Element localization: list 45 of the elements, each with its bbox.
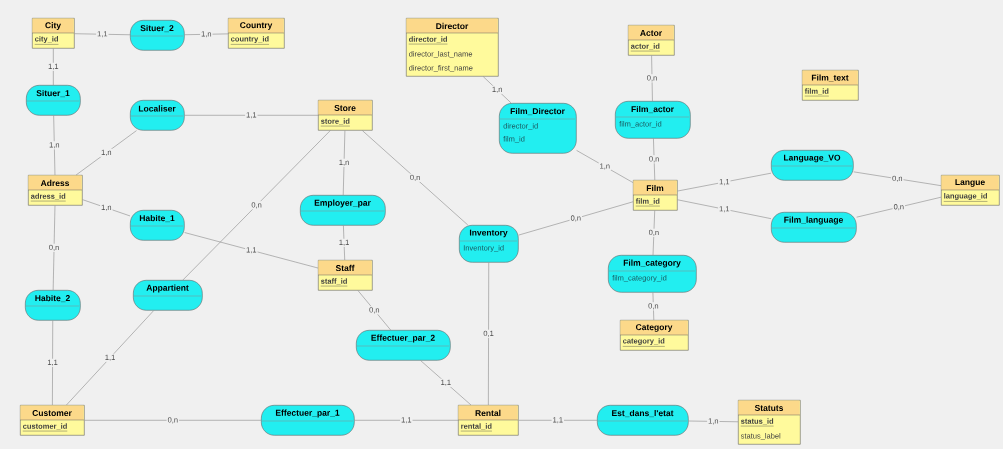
association-box: Habite_1 (130, 210, 185, 241)
connector-line (53, 115, 56, 176)
association-box: Est_dans_l'etat (597, 405, 689, 436)
connector-line (184, 33, 229, 36)
connector-line (653, 138, 656, 181)
connector-line (853, 171, 942, 186)
connector-line (343, 225, 346, 261)
connector-line (518, 201, 634, 236)
connector-line (82, 199, 131, 217)
connector-line (651, 55, 653, 102)
connector-line (652, 210, 655, 256)
association-box: Situer_1 (26, 85, 81, 116)
connector-line (84, 420, 262, 421)
connector-line (677, 172, 772, 192)
association-box: Language_VO (771, 150, 854, 181)
connector-line (482, 76, 512, 104)
association-box: Effectuer_par_1 (261, 405, 355, 436)
association-box: Habite_2 (25, 290, 81, 321)
connector-line (518, 420, 598, 421)
connector-line (53, 48, 54, 86)
connector-line (74, 33, 131, 36)
connector-line (182, 130, 331, 281)
connector-line (420, 360, 472, 406)
association-box: Employer_par (300, 195, 386, 226)
association-box: Localiser (130, 100, 185, 131)
connector-line (52, 205, 56, 291)
connector-line (66, 310, 154, 406)
connector-line (688, 420, 739, 423)
connector-line (342, 130, 346, 196)
connector-line (184, 232, 319, 269)
association-box: Appartient (133, 280, 203, 311)
connector-line (184, 115, 319, 116)
connector-line (75, 130, 137, 176)
connector-line (677, 199, 772, 219)
association-box: Effectuer_par_2 (356, 330, 451, 361)
connector-line (52, 320, 54, 406)
association-box: Film_language (771, 212, 857, 243)
connector-line (856, 196, 942, 218)
connector-line (357, 290, 391, 331)
connector-line (576, 150, 634, 183)
connector-line (354, 420, 459, 421)
connector-line (488, 262, 490, 406)
association-box: Situer_2 (130, 20, 185, 51)
connector-line (652, 292, 655, 321)
connector-line (362, 130, 469, 226)
